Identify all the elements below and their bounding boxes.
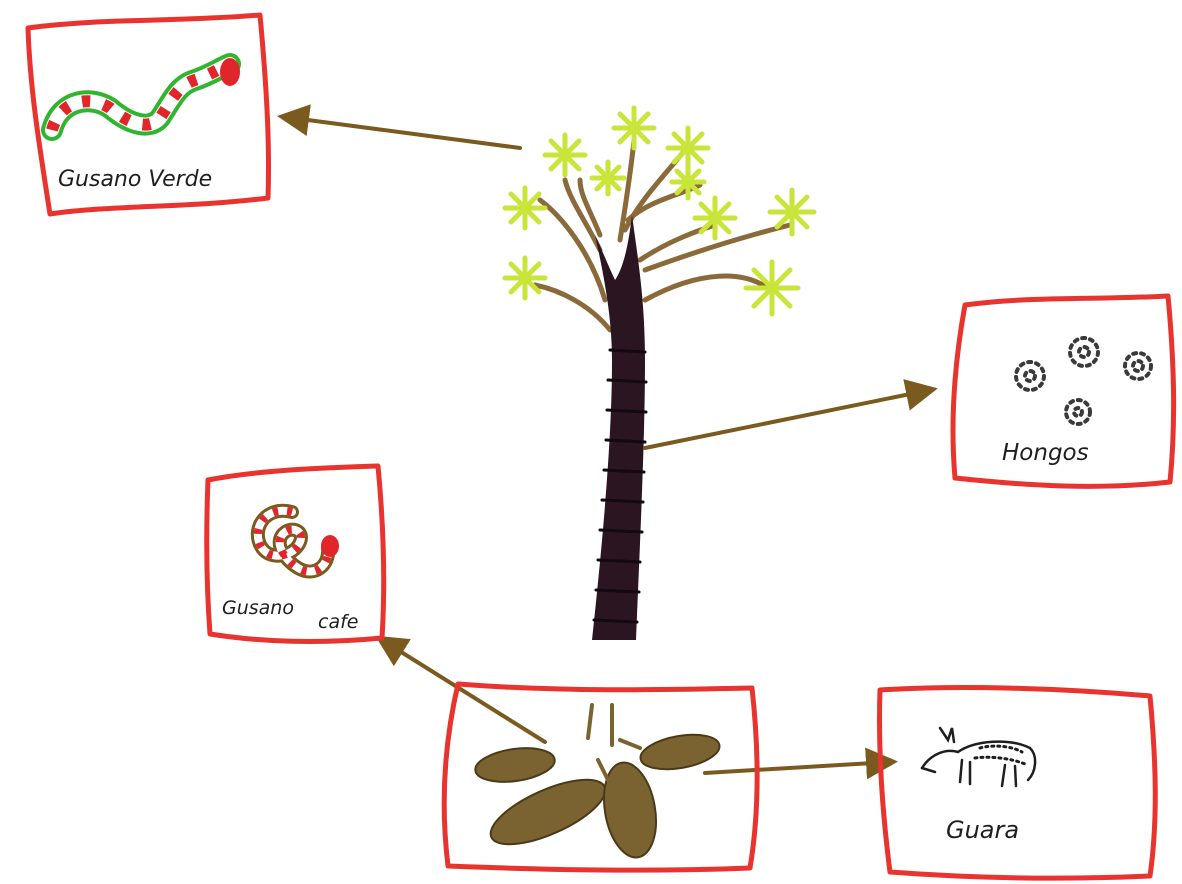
seeds-icon bbox=[473, 729, 722, 861]
fungi-icon bbox=[1016, 338, 1151, 424]
node-fallen-seeds bbox=[444, 684, 757, 870]
node-fungi: Hongos bbox=[953, 296, 1174, 486]
arrow-tree-to-fungi bbox=[645, 390, 930, 448]
arrows bbox=[285, 117, 930, 773]
label-fungi: Hongos bbox=[1002, 440, 1089, 466]
brown-worm-icon bbox=[258, 511, 339, 572]
label-green-worm: Gusano Verde bbox=[58, 167, 212, 192]
arrow-tree-to-green-worm bbox=[285, 117, 520, 148]
guara-icon bbox=[922, 728, 1035, 786]
node-green-worm: Gusano Verde bbox=[28, 15, 269, 214]
arrow-leaves-to-brown-worm bbox=[382, 640, 545, 742]
node-brown-worm: Gusano cafe bbox=[207, 466, 384, 641]
frame-guara bbox=[879, 688, 1155, 879]
green-worm-icon bbox=[52, 58, 240, 130]
label-brown-worm-line1: Gusano bbox=[222, 597, 294, 619]
label-guara: Guara bbox=[946, 816, 1019, 844]
node-guara: Guara bbox=[879, 688, 1155, 879]
label-brown-worm-line2: cafe bbox=[318, 611, 358, 633]
arrow-leaves-to-guara bbox=[705, 762, 890, 773]
tree-branches bbox=[535, 140, 790, 330]
tree bbox=[505, 108, 814, 640]
